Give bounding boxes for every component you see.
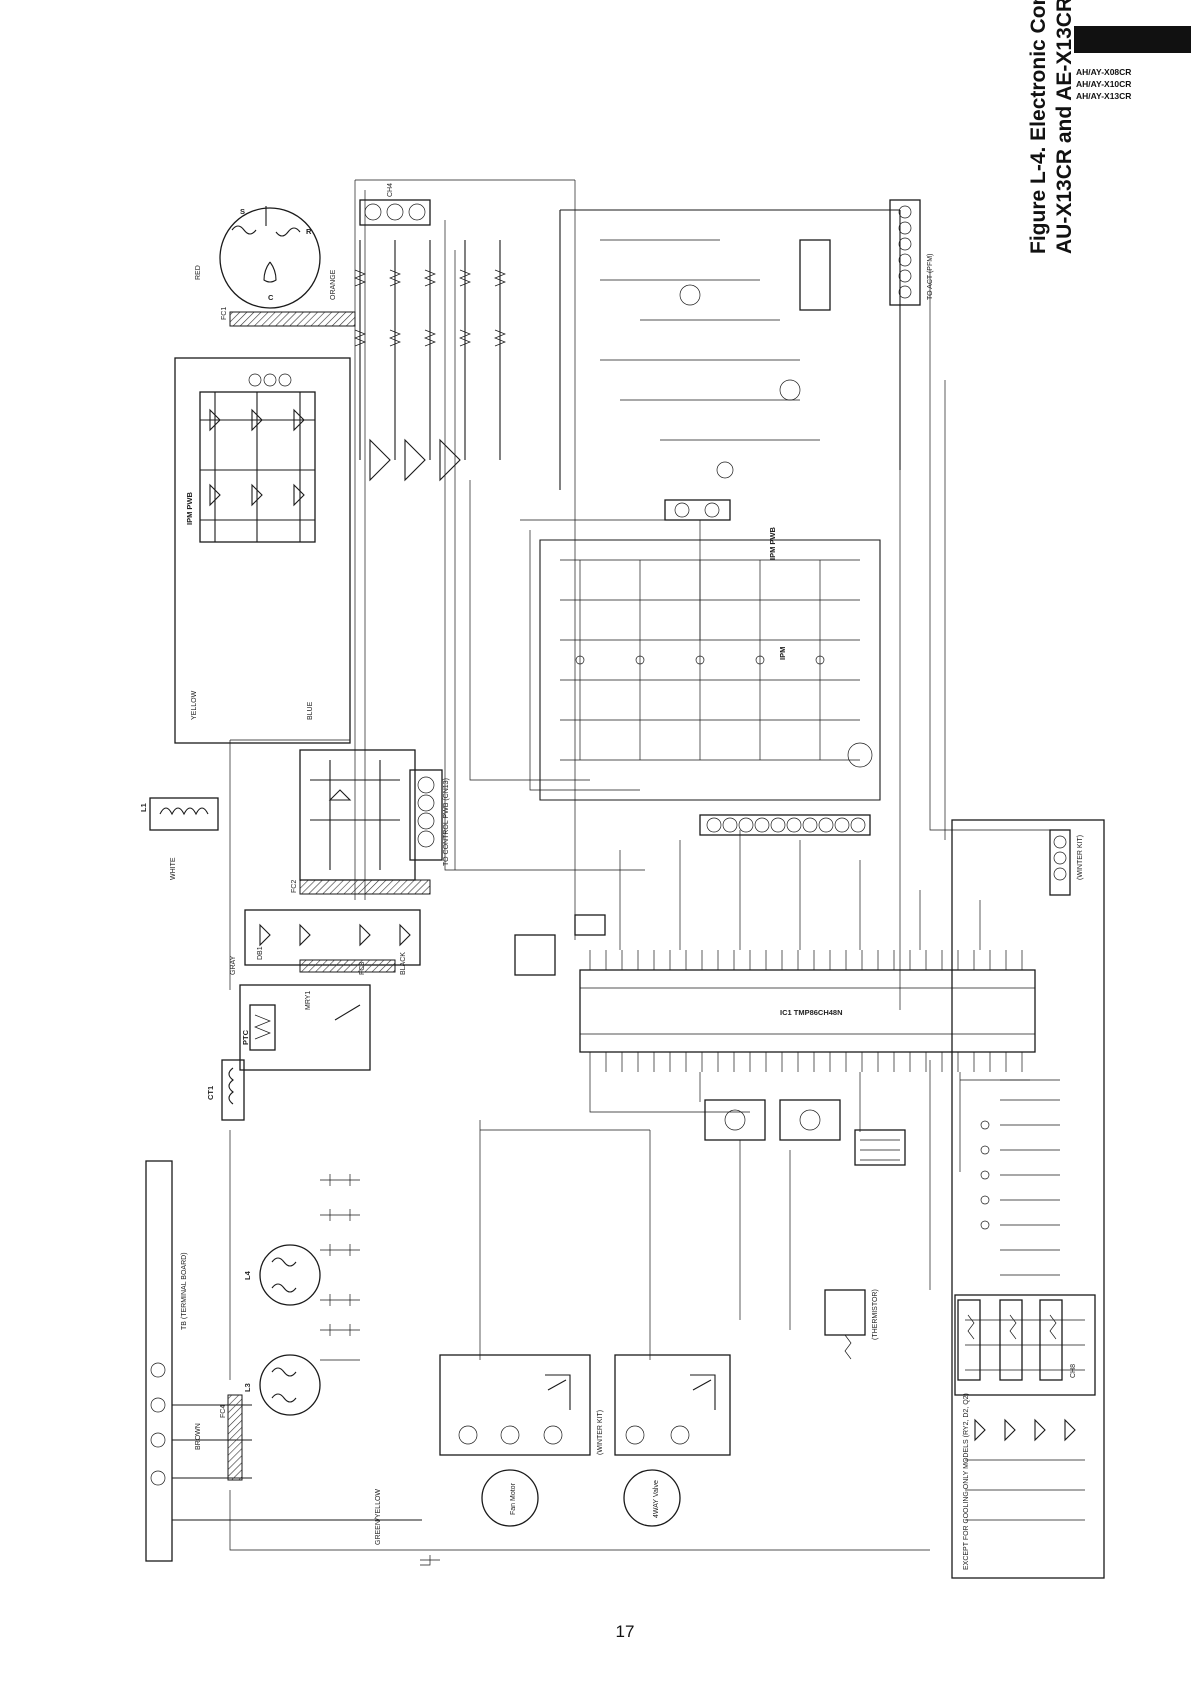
fourway-valve bbox=[623, 1469, 681, 1527]
db1-label: DB1 bbox=[257, 946, 264, 960]
pfc-section bbox=[299, 749, 443, 881]
wire-label: ORANGE bbox=[330, 269, 337, 300]
ch4-connector bbox=[359, 199, 431, 226]
l1-label: L1 bbox=[139, 803, 148, 812]
terminal-board bbox=[150, 1362, 422, 1521]
to-act-label: TO ACT (PFM) bbox=[927, 254, 934, 300]
model-line: AH/AY-X10CR bbox=[1076, 79, 1132, 89]
ipm-board-frame bbox=[174, 357, 351, 744]
model-list: AH/AY-X08CR AH/AY-X10CR AH/AY-X13CR bbox=[1076, 66, 1131, 102]
mry1-label: MRY1 bbox=[305, 991, 312, 1010]
right-module-frame bbox=[951, 819, 1105, 1579]
oscillator-ic3 bbox=[514, 914, 606, 976]
ipm-driver-section bbox=[539, 539, 881, 801]
thermistor-connectors bbox=[824, 1289, 1063, 1381]
interconnect-wires bbox=[229, 179, 1060, 1566]
corner-tab bbox=[1074, 26, 1191, 53]
db1-bridge bbox=[244, 909, 421, 966]
wire-label: GREEN/YELLOW bbox=[375, 1489, 382, 1545]
top-right-control-section bbox=[559, 199, 921, 521]
svg-text:C: C bbox=[268, 293, 274, 302]
ct1-transformer bbox=[221, 1059, 245, 1121]
resistor-ladder bbox=[354, 240, 506, 482]
fc4-label: FC4 bbox=[220, 1405, 227, 1418]
ipm-label: IPM bbox=[778, 647, 787, 660]
ch10-winter-kit-label: (WINTER KIT) bbox=[1077, 835, 1084, 880]
optocouplers bbox=[704, 1099, 906, 1166]
wire-label: BLUE bbox=[307, 701, 314, 720]
jumper-rows bbox=[980, 1079, 1060, 1276]
svg-text:R: R bbox=[306, 227, 312, 236]
terminal-board-frame bbox=[145, 1160, 173, 1562]
pin-connector-row bbox=[699, 814, 871, 836]
fc4-ferrite-core bbox=[227, 1394, 243, 1481]
model-line: AH/AY-X08CR bbox=[1076, 67, 1132, 77]
wire-label: BROWN bbox=[195, 1423, 202, 1450]
ch10-connector bbox=[1049, 829, 1071, 896]
ipm-pwb-label: IPM PWB bbox=[768, 527, 777, 560]
wire-label: RED bbox=[195, 265, 202, 280]
ch8-label: CH8 bbox=[1070, 1364, 1077, 1378]
wire-label: GRAY bbox=[230, 955, 237, 975]
fan-motor-label: Fan Motor bbox=[510, 1482, 517, 1515]
wire-label: WHITE bbox=[170, 857, 177, 880]
l1-reactor bbox=[149, 797, 219, 831]
svg-text:S: S bbox=[240, 207, 245, 216]
wire-label: YELLOW bbox=[191, 690, 198, 720]
l3-label: L3 bbox=[243, 1383, 252, 1392]
ipm-bridge bbox=[199, 373, 316, 543]
terminal-board-label: TB (TERMINAL BOARD) bbox=[181, 1252, 188, 1330]
noise-filter bbox=[259, 1174, 360, 1416]
page-number: 17 bbox=[615, 1622, 635, 1641]
figure-caption-text: Figure L-4. Electronic Control Circuit D… bbox=[1026, 0, 1078, 254]
model-line: AH/AY-X13CR bbox=[1076, 91, 1132, 101]
caption-line: AU-X13CR and AE-X13CR bbox=[1053, 0, 1076, 254]
ptc-relay bbox=[239, 984, 371, 1071]
l4-label: L4 bbox=[243, 1270, 252, 1280]
ch4-label: CH4 bbox=[387, 183, 394, 197]
compressor-motor: S R C bbox=[219, 206, 321, 309]
thermistor-label: (THERMISTOR) bbox=[872, 1289, 879, 1340]
winter-kit-label: (WINTER KIT) bbox=[597, 1410, 604, 1455]
fc2-label: FC2 bbox=[291, 880, 298, 893]
except-cooling-label: EXCEPT FOR COOLING ONLY MODELS (RY2, D2,… bbox=[963, 1393, 970, 1570]
fc1-label: FC1 bbox=[221, 307, 228, 320]
wire-label: BLACK bbox=[400, 952, 407, 975]
fc3-label: FC3 bbox=[359, 962, 366, 975]
relay-driver-array bbox=[954, 1294, 1096, 1521]
caption-line: Figure L-4. Electronic Control Circuit D… bbox=[1027, 0, 1050, 254]
fc3-ferrite-core bbox=[299, 959, 396, 973]
fan-motor bbox=[481, 1469, 539, 1527]
ct1-label: CT1 bbox=[206, 1086, 215, 1100]
component-labels: WHITE RED ORANGE YELLOW BLUE GRAY BLACK … bbox=[139, 183, 1084, 1570]
ptc-label: PTC bbox=[241, 1029, 250, 1045]
fourway-valve-label: 4WAY Valve bbox=[653, 1480, 660, 1518]
relay-outputs bbox=[439, 1354, 731, 1456]
ic1-microcontroller: IC1 TMP86CH48N bbox=[579, 830, 1036, 1072]
to-control-pwb-label: TO CONTROL PWB (CN13) bbox=[443, 778, 450, 866]
fc1-ferrite-core bbox=[229, 311, 356, 327]
ipm-pwb-label: IPM PWB bbox=[185, 492, 194, 525]
ic1-label: IC1 TMP86CH48N bbox=[780, 1008, 843, 1017]
